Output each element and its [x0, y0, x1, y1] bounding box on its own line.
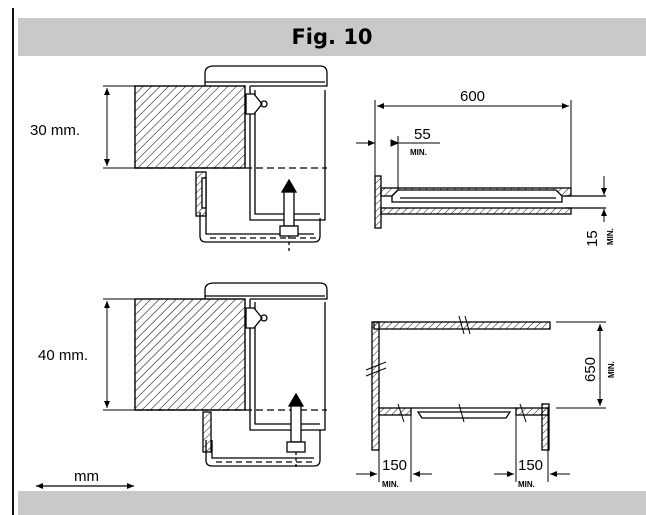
hob-section-40mm: [134, 282, 328, 470]
hob-section-30mm: [134, 65, 328, 252]
dim-30mm: [103, 85, 135, 169]
dim-40mm: [103, 298, 135, 411]
dim-55: [356, 136, 440, 190]
worktop-40mm: [134, 298, 246, 411]
offset-label-55: 55: [414, 126, 431, 143]
gap-label-15: 15: [584, 230, 601, 247]
right-clearance-min: MIN.: [518, 480, 535, 489]
height-min-label: MIN.: [607, 361, 616, 378]
thickness-label-40: 40 mm.: [38, 347, 88, 364]
right-clearance-label: 150: [518, 457, 543, 474]
thickness-label-30: 30 mm.: [30, 122, 80, 139]
height-label-650: 650: [582, 357, 599, 382]
figure-title-bar: Fig. 10: [18, 18, 646, 56]
left-clearance-min: MIN.: [382, 480, 399, 489]
left-clearance-label: 150: [382, 457, 407, 474]
offset-min-label: MIN.: [410, 148, 427, 157]
figure-title: Fig. 10: [291, 25, 373, 49]
dim-150-right: [494, 415, 570, 482]
width-label-600: 600: [460, 88, 485, 105]
cutout-plan-top: [374, 175, 606, 229]
units-label: mm: [74, 468, 99, 485]
cabinet-section: [365, 315, 551, 451]
dim-600: [374, 100, 572, 188]
figure-footer-bar: [18, 491, 646, 515]
left-margin-rule: [12, 8, 14, 515]
gap-min-label: MIN.: [606, 228, 615, 245]
dim-650: [556, 321, 606, 409]
dim-150-left: [356, 415, 432, 482]
worktop-30mm: [134, 85, 246, 169]
